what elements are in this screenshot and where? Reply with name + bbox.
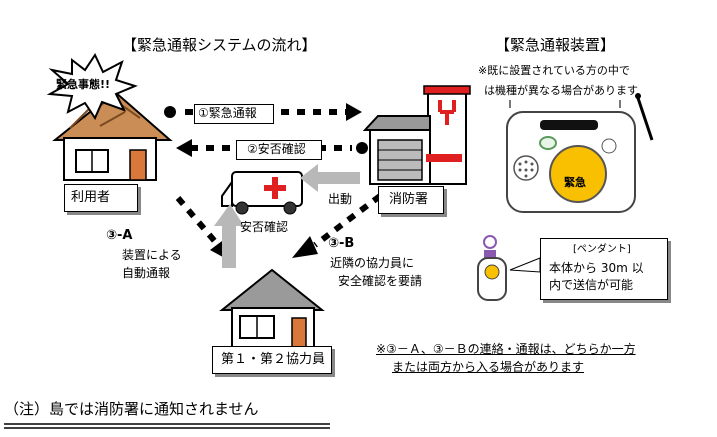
fire-station-box: 消防署 [378,186,444,214]
device-note-line-2: は機種が異なる場合があります [484,84,638,97]
step-3a-line-2: 自動通報 [122,266,171,280]
user-house-icon [52,90,173,181]
emergency-device-icon [506,93,654,213]
pendant-line-1: 本体から 30m 以 [549,261,644,275]
safety-check-label-box: ②安否確認 [236,140,322,160]
burst-label: 緊急事態!! [56,78,111,91]
device-note-line-1: ※既に設置されている方の中で [478,64,630,77]
pendant-callout: [ペンダント] 本体から 30m 以 内で送信が可能 [540,238,668,300]
pendant-line-2: 内で送信が可能 [549,278,634,292]
step-3a-line-1: 装置による [122,248,182,262]
ambulance-icon [221,171,303,215]
footnote-line-1: ※③－Ａ、③－Ｂの連絡・通報は、どちらか一方 [376,342,636,356]
safety-check-label: ②安否確認 [247,142,306,156]
dispatch-label: 出動 [328,192,353,206]
emergency-call-label-box: ①緊急通報 [194,104,274,124]
bottom-note: （注）島では消防署に通知されません [4,400,259,418]
device-button-label: 緊急 [564,176,586,189]
pendant-title: [ペンダント] [573,244,631,255]
arrow-dispatch [300,164,360,192]
step-3a-label: ③-A [106,228,133,243]
emergency-burst-icon [46,52,138,121]
helper-house-icon [219,268,325,349]
fire-station-label: 消防署 [389,192,429,207]
user-label: 利用者 [71,190,111,205]
step-3b-label: ③-B [328,236,355,251]
pendant-callout-pointer [509,257,541,273]
user-box: 利用者 [64,184,138,212]
step-3b-line-2: 安全確認を要請 [338,274,423,288]
device-title: 【緊急通報装置】 [495,36,616,54]
fire-station-icon [362,85,471,185]
flow-title: 【緊急通報システムの流れ】 [122,36,317,54]
arrow-ambulance-check [214,204,244,268]
helpers-label: 第１・第２協力員 [221,352,326,367]
ambulance-check-label: 安否確認 [240,220,289,234]
emergency-call-label: ①緊急通報 [198,106,257,120]
arrow-3b [292,193,382,258]
pendant-icon [477,235,507,301]
step-3b-line-1: 近隣の協力員に [330,256,415,270]
footnote-line-2: または両方から入る場合があります [392,360,585,374]
helpers-box: 第１・第２協力員 [212,346,332,374]
